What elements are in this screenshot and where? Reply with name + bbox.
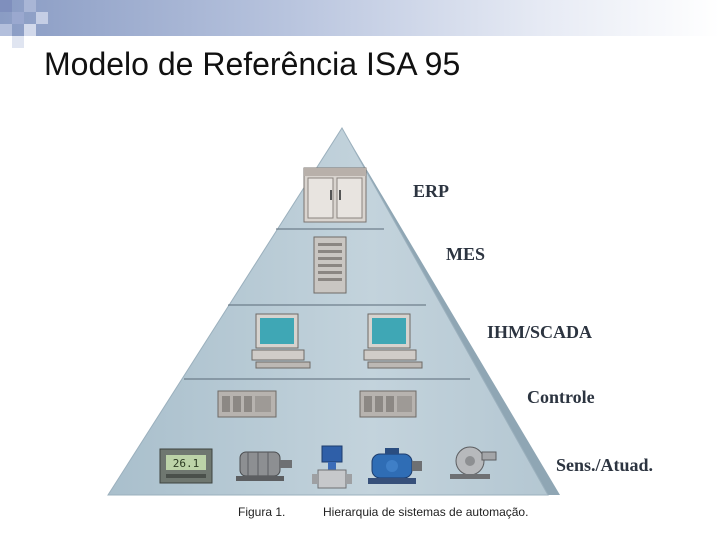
level-label-ihm-scada: IHM/SCADA xyxy=(487,322,592,343)
level-label-mes: MES xyxy=(446,244,485,265)
mes-tower-server-icon xyxy=(314,237,346,293)
digital-indicator-icon: 26.1 xyxy=(160,449,212,483)
figure-number: Figura 1. xyxy=(238,505,285,519)
plc-controller-icon xyxy=(218,391,276,417)
level-label-erp: ERP xyxy=(413,181,449,202)
level-label-sens-atuad: Sens./Atuad. xyxy=(556,455,653,476)
level-label-controle: Controle xyxy=(527,387,595,408)
figure-caption: Hierarquia de sistemas de automação. xyxy=(323,505,528,519)
erp-server-cabinet-icon xyxy=(304,168,366,222)
indicator-readout: 26.1 xyxy=(173,457,200,470)
plc-controller-icon xyxy=(360,391,416,417)
